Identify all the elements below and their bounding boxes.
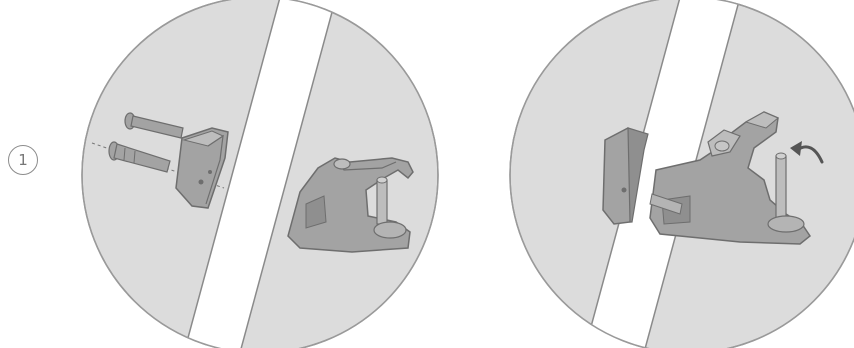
left-detail-circle: [82, 0, 438, 348]
right-detail-circle: [510, 0, 854, 348]
